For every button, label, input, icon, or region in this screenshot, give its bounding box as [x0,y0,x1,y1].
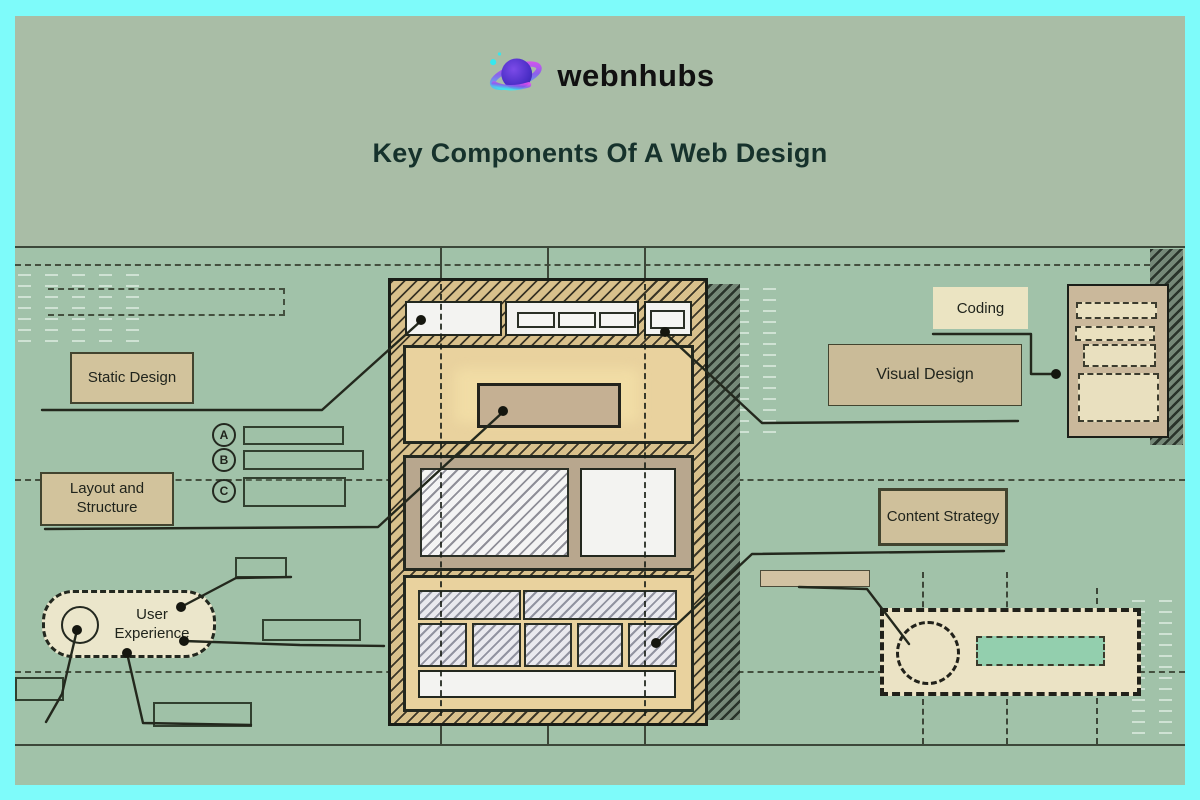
guide-line [15,744,1185,746]
texture-dashes [736,288,788,433]
annotation-bar [760,570,870,587]
wireframe-hero [403,345,694,444]
footer-tile [628,623,677,667]
guide-dashed-rect [48,288,285,316]
guide-tick [440,716,442,746]
avatar-circle [896,621,960,685]
label-layout-structure: Layout and Structure [40,472,174,526]
wireframe-footer [403,575,694,712]
footer-white-bar [418,670,676,698]
label-text: Coding [956,299,1005,317]
list-marker-a: A [212,423,236,447]
pill-circle-icon [61,606,99,644]
nav-item [558,312,596,328]
footer-tile [418,623,467,667]
guide-tick [644,716,646,746]
wireframe-logo-box [405,301,502,336]
label-text: User Experience [114,605,190,643]
annotation-box [235,557,287,578]
hero-banner [477,383,621,428]
planet-logo-icon [485,46,543,105]
page-title: Key Components Of A Web Design [372,138,828,168]
guide-line [15,264,1150,266]
wireframe-content-band [403,455,694,571]
annotation-box [262,619,361,641]
nav-item [599,312,636,328]
brand-name: webnhubs [557,57,715,93]
footer-tile [577,623,623,667]
content-image-placeholder [420,468,569,557]
code-block [1083,344,1156,367]
guide-tick [644,246,646,282]
cta-inner [650,310,685,329]
guide-tick [440,246,442,282]
guide-tick [547,716,549,746]
annotation-box [15,677,64,701]
wireframe-navbar [505,301,639,336]
footer-tile [472,623,521,667]
annotation-box [153,702,252,727]
label-static-design: Static Design [70,352,194,404]
code-block [1075,326,1155,341]
label-text: Layout and Structure [69,480,145,516]
list-bar-a [243,426,344,445]
marker-letter: C [219,484,229,498]
footer-bar [418,590,521,620]
list-bar-b [243,450,364,470]
guide-tick [547,246,549,282]
footer-tile [524,623,572,667]
search-card [880,608,1141,696]
nav-item [517,312,555,328]
brand: webnhubs [0,46,1200,105]
label-text: Content Strategy [886,507,1000,525]
label-text: Static Design [87,368,177,386]
list-marker-c: C [212,479,236,503]
label-user-experience: User Experience [42,590,216,658]
label-coding: Coding [933,287,1028,329]
footer-bar [523,590,677,620]
wireframe-guide [440,284,442,716]
list-marker-b: B [212,448,236,472]
code-block [1078,373,1159,422]
marker-letter: B [219,453,229,467]
content-text-placeholder [580,468,676,557]
search-bar [976,636,1105,666]
label-visual-design: Visual Design [828,344,1022,406]
coding-panel [1067,284,1169,438]
code-block [1076,302,1157,319]
wireframe-cta-box [644,301,692,336]
list-bar-c [243,477,346,507]
marker-letter: A [219,428,229,442]
label-text: Visual Design [876,366,974,383]
wireframe-guide [644,284,646,716]
label-content-strategy: Content Strategy [878,488,1008,546]
